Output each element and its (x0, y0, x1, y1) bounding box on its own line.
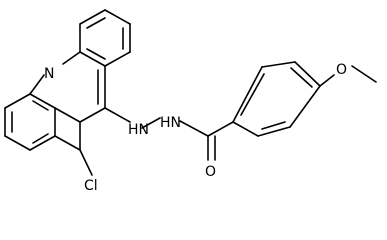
methoxyphenyl-ring (232, 61, 377, 137)
acridine-top-ring (79, 9, 131, 67)
hydrazide-nh-label-2: HN (160, 115, 181, 131)
acridine-middle-ring (29, 51, 106, 123)
chlorine-label: Cl (84, 178, 98, 194)
methoxy-oxygen-label: O (336, 62, 347, 78)
structure-canvas: N HN HN O O Cl (4, 9, 377, 194)
acridine-bottom-ring (4, 93, 93, 176)
carbonyl-oxygen-label: O (205, 164, 216, 180)
ring-nitrogen-label: N (44, 66, 54, 82)
molecule-diagram: N HN HN O O Cl (4, 9, 377, 194)
hydrazide-linker (104, 107, 234, 161)
hydrazide-nh-label-1: HN (128, 122, 149, 138)
